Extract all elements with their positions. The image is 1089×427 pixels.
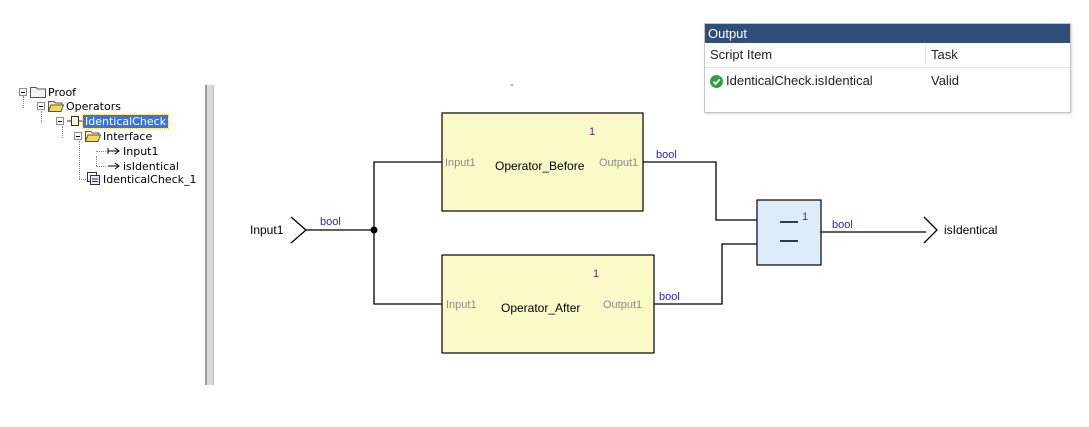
type-label: bool xyxy=(656,149,677,161)
type-label: bool xyxy=(659,291,680,303)
column-divider[interactable] xyxy=(925,46,926,64)
type-label: bool xyxy=(832,219,853,231)
collapse-toggle-icon[interactable] xyxy=(56,117,64,125)
diagram-icon xyxy=(87,172,101,186)
operator-icon xyxy=(67,115,83,127)
instance-number: 1 xyxy=(589,126,595,138)
operator-input-port: Input1 xyxy=(446,299,477,311)
input-port-label: Input1 xyxy=(250,223,284,237)
tree-item-operators[interactable]: Operators xyxy=(37,99,123,113)
input-port-icon[interactable] xyxy=(290,216,307,244)
model-tree: Proof Operators IdenticalCheck Interface… xyxy=(0,0,205,390)
task-cell: Valid xyxy=(931,73,959,88)
wire-before-to-equal[interactable] xyxy=(643,161,757,221)
panel-splitter[interactable] xyxy=(205,85,214,385)
folder-icon xyxy=(30,86,46,98)
wires xyxy=(306,161,926,305)
equal-block[interactable]: 1 xyxy=(756,199,822,266)
tree-item-label: Interface xyxy=(103,129,153,143)
operator-before-block[interactable]: Input1 Operator_Before Output1 1 xyxy=(441,112,644,212)
tree-item-identical-check-1[interactable]: IdenticalCheck_1 xyxy=(87,172,199,186)
tree-item-proof[interactable]: Proof xyxy=(19,85,78,99)
tree-item-label: Proof xyxy=(48,85,77,99)
collapse-toggle-icon[interactable] xyxy=(37,102,45,110)
collapse-toggle-icon[interactable] xyxy=(74,132,82,140)
column-header-script-item[interactable]: Script Item xyxy=(710,47,773,62)
block-diagram: - Input1 bool Input1 Operator_Before Out… xyxy=(250,80,997,354)
open-folder-icon xyxy=(48,100,64,112)
script-item-cell: IdenticalCheck.isIdentical xyxy=(726,73,873,88)
tree-item-label: IdenticalCheck_1 xyxy=(103,172,197,186)
output-panel-title: Output xyxy=(705,24,1070,43)
input-arrow-icon xyxy=(107,146,121,156)
check-icon xyxy=(710,75,723,91)
dash-marker: - xyxy=(510,80,514,91)
output-arrow-icon xyxy=(107,161,121,171)
tree-item-identical-check[interactable]: IdenticalCheck xyxy=(56,113,170,129)
operator-name: Operator_After xyxy=(501,301,580,315)
output-port-label: isIdentical xyxy=(944,223,997,237)
output-table-row[interactable]: IdenticalCheck.isIdentical Valid xyxy=(705,70,1070,94)
operator-input-port: Input1 xyxy=(445,157,476,169)
wire-to-after[interactable] xyxy=(373,230,442,305)
output-port-icon[interactable] xyxy=(923,216,938,244)
type-label: bool xyxy=(320,216,341,228)
tree-item-label: IdenticalCheck xyxy=(81,113,170,129)
collapse-toggle-icon[interactable] xyxy=(19,88,27,96)
output-panel: Output Script Item Task IdenticalCheck.i… xyxy=(704,23,1071,113)
column-header-task[interactable]: Task xyxy=(931,47,958,62)
tree-item-label: Operators xyxy=(66,99,121,113)
instance-number: 1 xyxy=(802,211,808,223)
tree-item-label: isIdentical xyxy=(123,159,179,173)
operator-output-port: Output1 xyxy=(603,299,642,311)
tree-item-label: Input1 xyxy=(123,144,159,158)
tree-item-input1[interactable]: Input1 xyxy=(107,144,160,158)
tree-item-is-identical[interactable]: isIdentical xyxy=(107,159,181,173)
operator-output-port: Output1 xyxy=(599,157,638,169)
operator-name: Operator_Before xyxy=(495,159,585,173)
junction-dot xyxy=(370,226,378,234)
tree-item-interface[interactable]: Interface xyxy=(74,129,154,143)
wire-to-before[interactable] xyxy=(373,161,442,230)
operator-after-block[interactable]: Input1 Operator_After Output1 1 xyxy=(441,254,655,354)
output-table-header: Script Item Task xyxy=(705,43,1070,68)
instance-number: 1 xyxy=(593,268,599,280)
wire-after-to-equal[interactable] xyxy=(654,243,757,305)
open-folder-icon xyxy=(85,130,101,142)
